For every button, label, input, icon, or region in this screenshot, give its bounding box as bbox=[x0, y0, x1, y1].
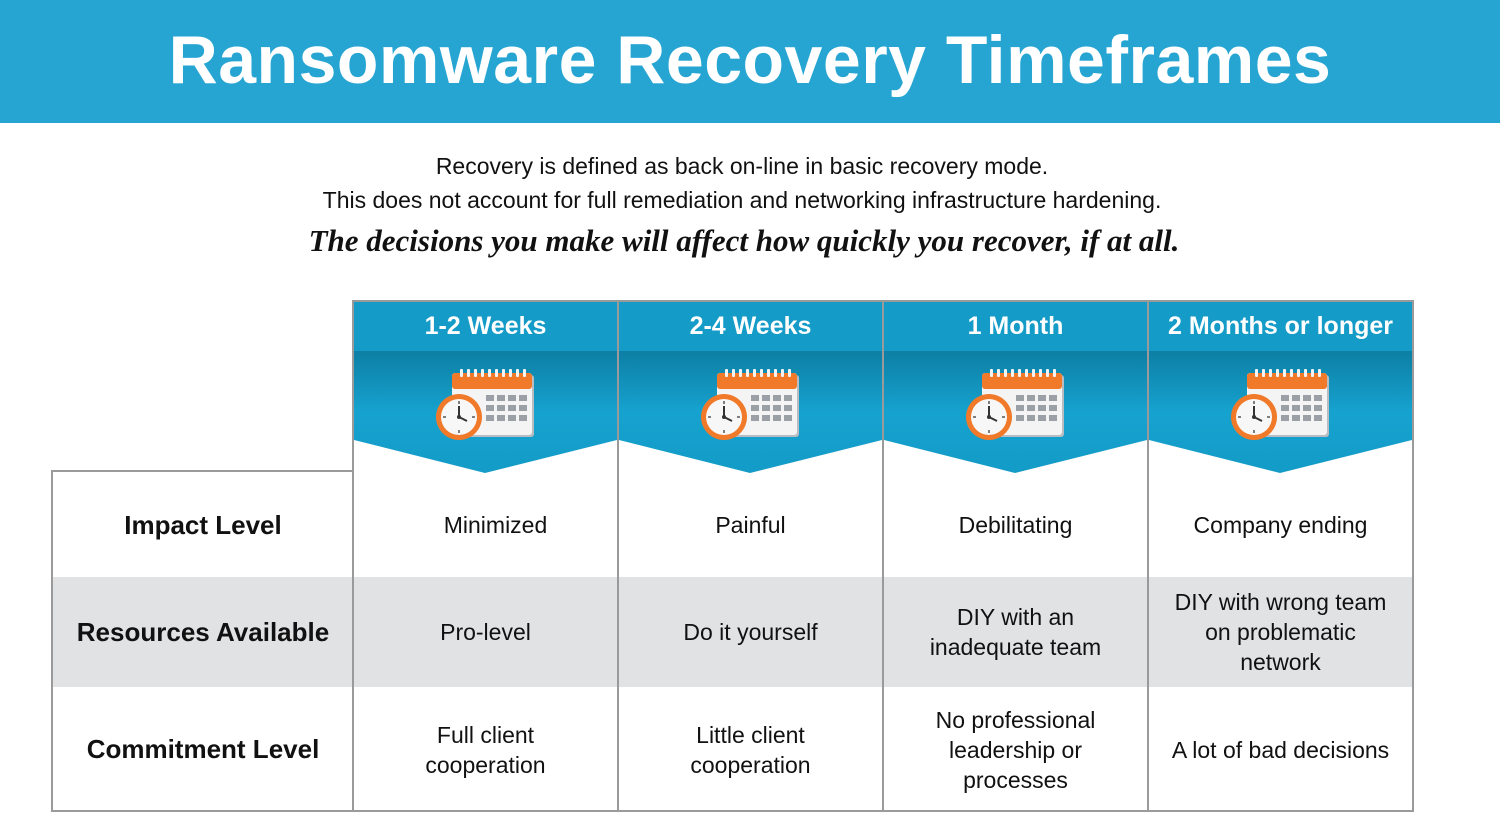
column-header-label: 2 Months or longer bbox=[1149, 301, 1412, 351]
row-label-commitment-level: Commitment Level bbox=[86, 734, 320, 764]
cell-impact-1: Minimized bbox=[443, 512, 548, 538]
column-header-label: 1 Month bbox=[884, 301, 1147, 351]
cell-commitment-4: A lot of bad decisions bbox=[1171, 736, 1390, 763]
grid-line-col-5 bbox=[1412, 300, 1414, 812]
calendar-clock-icon bbox=[1229, 367, 1333, 450]
grid-line-col-1 bbox=[352, 300, 354, 812]
cell-resources-3: DIY with an inadequate team bbox=[929, 604, 1102, 660]
shaded-row-background bbox=[53, 577, 1412, 687]
cell-resources-2: Do it yourself bbox=[683, 619, 818, 645]
calendar-clock-icon bbox=[434, 367, 538, 450]
cell-impact-3: Debilitating bbox=[958, 512, 1073, 538]
column-header-1: 1-2 Weeks bbox=[354, 301, 617, 473]
cell-commitment-3: No professional leadership or processes bbox=[935, 706, 1096, 793]
cell-impact-2: Painful bbox=[715, 512, 786, 538]
calendar-clock-icon bbox=[964, 367, 1068, 450]
row-label-impact-level: Impact Level bbox=[124, 509, 282, 540]
subtitle-line-1: Recovery is defined as back on-line in b… bbox=[435, 153, 1049, 179]
column-header-2: 2-4 Weeks bbox=[619, 301, 882, 473]
calendar-clock-icon bbox=[699, 367, 803, 450]
cell-resources-4: DIY with wrong team on problematic netwo… bbox=[1174, 589, 1387, 675]
column-header-label: 2-4 Weeks bbox=[619, 301, 882, 351]
tagline: The decisions you make will affect how q… bbox=[308, 223, 1180, 258]
grid-line-bottom bbox=[51, 810, 1414, 812]
cell-commitment-1: Full client cooperation bbox=[425, 721, 546, 778]
cell-impact-4: Company ending bbox=[1193, 512, 1368, 538]
grid-line-top-labels bbox=[51, 470, 354, 472]
row-label-resources-available: Resources Available bbox=[76, 616, 330, 647]
cell-resources-1: Pro-level bbox=[440, 619, 531, 645]
column-header-4: 2 Months or longer bbox=[1149, 301, 1412, 473]
cell-commitment-2: Little client cooperation bbox=[690, 721, 811, 778]
column-header-label: 1-2 Weeks bbox=[354, 301, 617, 351]
grid-line-left bbox=[51, 470, 53, 812]
title-banner: Ransomware Recovery Timeframes bbox=[0, 0, 1500, 123]
subtitle-line-2: This does not account for full remediati… bbox=[322, 187, 1162, 213]
grid-line-col-3 bbox=[882, 300, 884, 812]
grid-line-col-2 bbox=[617, 300, 619, 812]
page-title: Ransomware Recovery Timeframes bbox=[168, 21, 1332, 98]
grid-line-col-4 bbox=[1147, 300, 1149, 812]
column-header-3: 1 Month bbox=[884, 301, 1147, 473]
